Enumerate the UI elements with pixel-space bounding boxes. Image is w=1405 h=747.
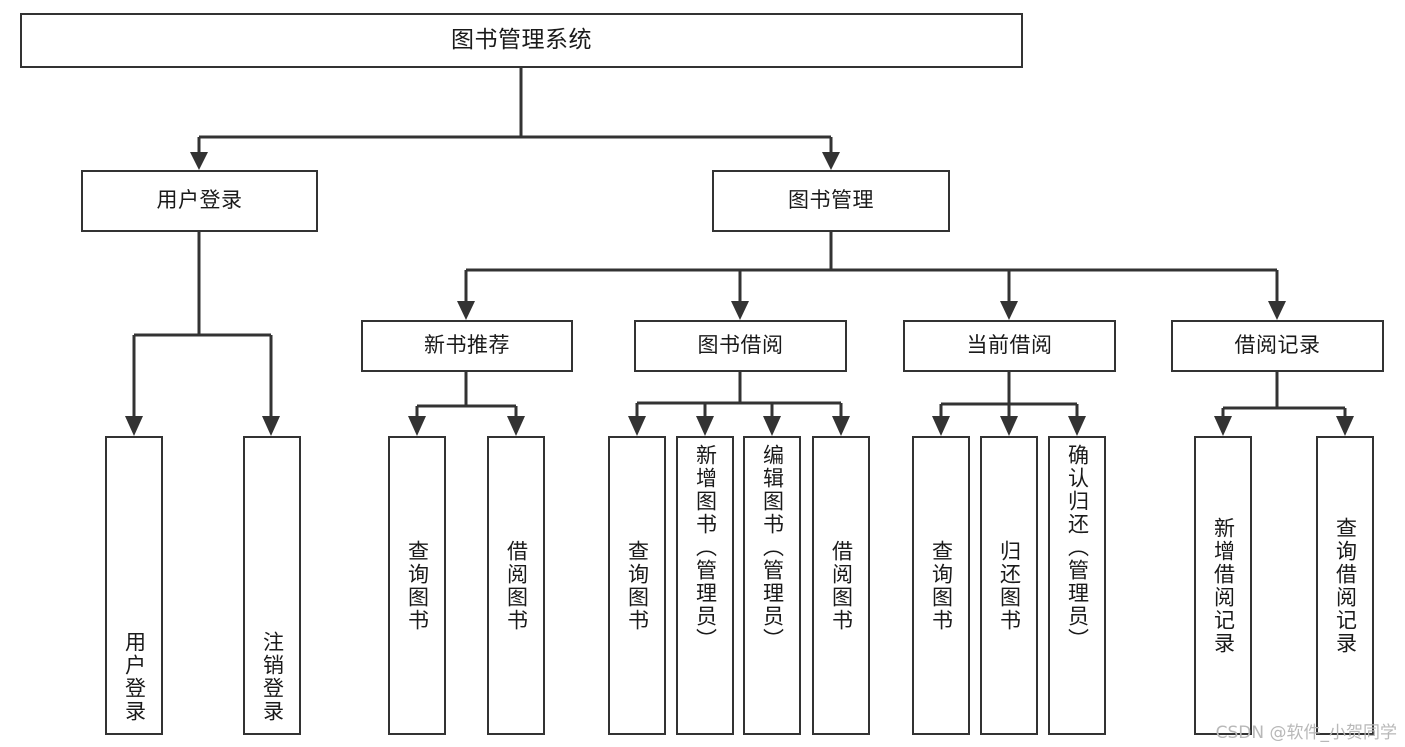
node-label: 查询图书 bbox=[625, 539, 650, 632]
node-leaf-borrow-book-borrow[interactable]: 借阅图书 bbox=[812, 436, 870, 735]
arrowhead-borrow-record bbox=[1268, 301, 1286, 320]
arrowhead-leaf-query-book-1 bbox=[408, 416, 426, 436]
arrowhead-leaf-query-book-3 bbox=[932, 416, 950, 436]
node-label: 确认归还（管理员） bbox=[1065, 444, 1090, 651]
node-label: 编辑图书（管理员） bbox=[760, 444, 785, 651]
arrowhead-leaf-confirm-return-admin bbox=[1068, 416, 1086, 436]
node-label: 查询图书 bbox=[405, 539, 430, 632]
node-label: 图书借阅 bbox=[697, 333, 784, 358]
node-label: 图书管理系统 bbox=[451, 26, 592, 53]
node-label: 归还图书 bbox=[997, 539, 1022, 632]
node-borrow-record[interactable]: 借阅记录 bbox=[1171, 320, 1384, 372]
arrowhead-leaf-logout-login bbox=[262, 416, 280, 436]
node-label: 新书推荐 bbox=[424, 333, 510, 358]
node-leaf-user-login[interactable]: 用户登录 bbox=[105, 436, 163, 735]
node-current-borrow[interactable]: 当前借阅 bbox=[903, 320, 1116, 372]
node-label: 图书管理 bbox=[788, 188, 874, 213]
node-user-login[interactable]: 用户登录 bbox=[81, 170, 318, 232]
node-new-book-recommend[interactable]: 新书推荐 bbox=[361, 320, 573, 372]
arrowhead-leaf-borrow-book-1 bbox=[507, 416, 525, 436]
node-leaf-borrow-book-recommend[interactable]: 借阅图书 bbox=[487, 436, 545, 735]
arrowhead-leaf-return-book bbox=[1000, 416, 1018, 436]
node-leaf-query-book-recommend[interactable]: 查询图书 bbox=[388, 436, 446, 735]
arrowhead-book-management bbox=[822, 152, 840, 170]
node-label: 借阅图书 bbox=[504, 539, 529, 632]
node-label: 用户登录 bbox=[156, 188, 243, 213]
arrowhead-book-borrow bbox=[731, 301, 749, 320]
node-label: 用户登录 bbox=[122, 631, 147, 723]
node-leaf-add-book-admin[interactable]: 新增图书（管理员） bbox=[676, 436, 734, 735]
node-root-book-management-system[interactable]: 图书管理系统 bbox=[20, 13, 1023, 68]
node-leaf-return-book[interactable]: 归还图书 bbox=[980, 436, 1038, 735]
node-leaf-logout-login[interactable]: 注销登录 bbox=[243, 436, 301, 735]
node-label: 当前借阅 bbox=[966, 333, 1053, 358]
arrowhead-leaf-user-login bbox=[125, 416, 143, 436]
node-leaf-add-borrow-record[interactable]: 新增借阅记录 bbox=[1194, 436, 1252, 735]
arrowhead-leaf-edit-book-admin bbox=[763, 416, 781, 436]
node-label: 注销登录 bbox=[260, 631, 285, 723]
arrowhead-leaf-query-borrow-record bbox=[1336, 416, 1354, 436]
node-label: 借阅记录 bbox=[1234, 333, 1321, 358]
node-label: 新增借阅记录 bbox=[1211, 516, 1236, 655]
arrowhead-user-login bbox=[190, 152, 208, 170]
node-book-borrow[interactable]: 图书借阅 bbox=[634, 320, 847, 372]
node-leaf-query-book-borrow[interactable]: 查询图书 bbox=[608, 436, 666, 735]
node-book-management[interactable]: 图书管理 bbox=[712, 170, 950, 232]
node-leaf-confirm-return-admin[interactable]: 确认归还（管理员） bbox=[1048, 436, 1106, 735]
node-label: 查询图书 bbox=[929, 539, 954, 632]
node-label: 借阅图书 bbox=[829, 539, 854, 632]
arrowhead-leaf-add-book-admin bbox=[696, 416, 714, 436]
arrowhead-leaf-borrow-book-2 bbox=[832, 416, 850, 436]
arrowhead-leaf-add-borrow-record bbox=[1214, 416, 1232, 436]
node-leaf-query-book-current[interactable]: 查询图书 bbox=[912, 436, 970, 735]
arrowhead-leaf-query-book-2 bbox=[628, 416, 646, 436]
node-label: 新增图书（管理员） bbox=[693, 444, 718, 651]
node-label: 查询借阅记录 bbox=[1333, 516, 1358, 655]
csdn-watermark: CSDN @软件_小贺同学 bbox=[1215, 723, 1397, 743]
node-leaf-edit-book-admin[interactable]: 编辑图书（管理员） bbox=[743, 436, 801, 735]
arrowhead-current-borrow bbox=[1000, 301, 1018, 320]
arrowhead-new-book-recommend bbox=[457, 301, 475, 320]
node-leaf-query-borrow-record[interactable]: 查询借阅记录 bbox=[1316, 436, 1374, 735]
